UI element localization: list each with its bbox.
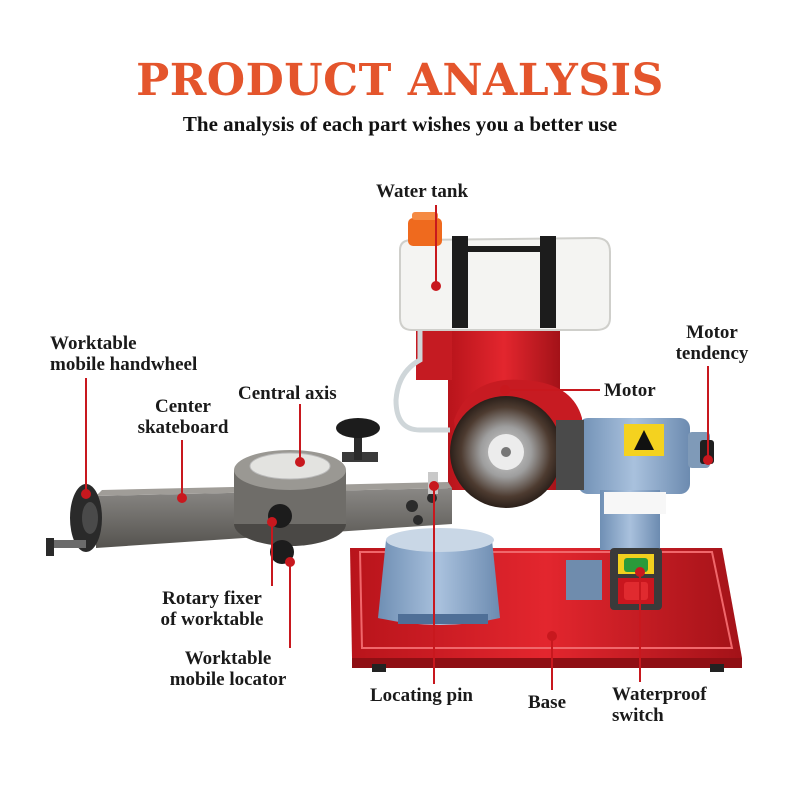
label-mobile-locator: Worktable mobile locator bbox=[152, 648, 304, 690]
label-rotary-fixer-line2: of worktable bbox=[160, 609, 264, 630]
water-tank bbox=[393, 212, 611, 433]
label-mobile-locator-line2: mobile locator bbox=[169, 669, 287, 690]
label-motor-tendency-line1: Motor bbox=[686, 322, 738, 343]
leader-dots bbox=[81, 281, 713, 641]
label-motor-tendency-line2: tendency bbox=[675, 343, 749, 364]
label-base: Base bbox=[528, 692, 566, 713]
page-subtitle: The analysis of each part wishes you a b… bbox=[182, 112, 618, 136]
label-rotary-fixer-line1: Rotary fixer bbox=[162, 588, 262, 609]
leader-lines bbox=[85, 205, 709, 690]
label-locating-pin: Locating pin bbox=[370, 685, 473, 706]
label-waterproof-switch-line2: switch bbox=[612, 705, 664, 726]
handwheel bbox=[46, 484, 102, 556]
waterproof-switch bbox=[610, 548, 662, 610]
label-central-axis: Central axis bbox=[238, 383, 337, 404]
label-worktable-handwheel-line1: Worktable bbox=[50, 333, 137, 354]
label-center-skateboard-line2: skateboard bbox=[137, 417, 229, 438]
label-center-skateboard: Center skateboard bbox=[124, 396, 242, 438]
label-rotary-fixer: Rotary fixer of worktable bbox=[148, 588, 276, 630]
page-title: PRODUCT ANALYSIS bbox=[136, 55, 664, 106]
label-mobile-locator-line1: Worktable bbox=[184, 648, 272, 669]
pedestal bbox=[378, 528, 500, 625]
label-motor-tendency: Motor tendency bbox=[658, 322, 766, 364]
central-rotary-disc bbox=[234, 418, 380, 546]
motor-housing bbox=[566, 418, 714, 600]
label-water-tank: Water tank bbox=[376, 181, 469, 202]
label-center-skateboard-line1: Center bbox=[155, 396, 211, 417]
label-motor: Motor bbox=[604, 380, 656, 401]
label-waterproof-switch-line1: Waterproof bbox=[612, 684, 707, 705]
label-waterproof-switch: Waterproof switch bbox=[612, 684, 707, 726]
grinding-wheel bbox=[450, 379, 584, 508]
label-worktable-handwheel: Worktable mobile handwheel bbox=[50, 333, 197, 375]
label-worktable-handwheel-line2: mobile handwheel bbox=[50, 354, 198, 375]
